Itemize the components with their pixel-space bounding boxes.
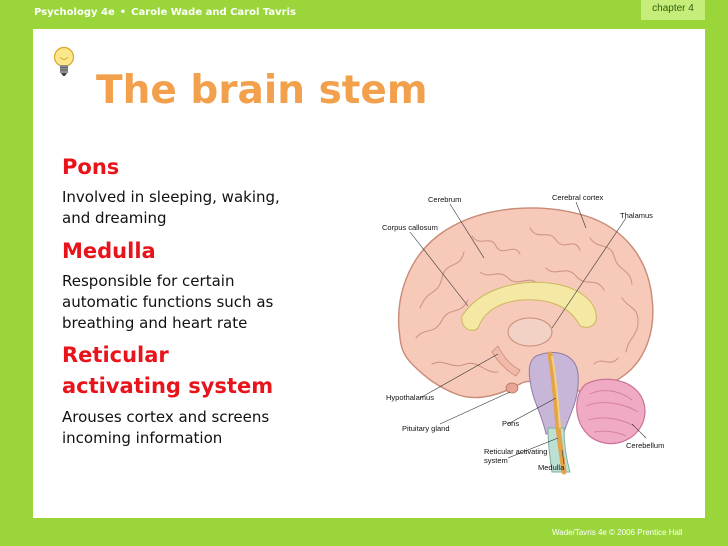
medulla-text-line-2: automatic functions such as (62, 293, 274, 311)
reticular-text-line-1: Arouses cortex and screens (62, 408, 270, 426)
label-cerebrum: Cerebrum (428, 195, 461, 204)
heading-reticular-line-1: Reticular (62, 343, 169, 367)
book-header: Psychology 4e • Carole Wade and Carol Tavr… (34, 7, 296, 18)
book-authors: Carole Wade and Carol Tavris (131, 7, 296, 18)
label-pituitary-gland: Pituitary gland (402, 424, 450, 433)
heading-medulla: Medulla (62, 239, 156, 263)
thalamus-shape (507, 317, 553, 347)
label-cerebral-cortex: Cerebral cortex (552, 193, 604, 202)
label-corpus-callosum: Corpus callosum (382, 223, 438, 232)
cerebellum-shape (576, 378, 646, 445)
label-medulla: Medulla (538, 463, 565, 472)
corpus-callosum-shape (461, 281, 597, 331)
bullet-separator: • (119, 7, 127, 18)
chapter-tab: chapter 4 (641, 0, 705, 20)
heading-pons: Pons (62, 155, 120, 179)
pons-text-line-1: Involved in sleeping, waking, (62, 188, 280, 206)
reticular-text-line-2: incoming information (62, 429, 223, 447)
hypothalamus-shape (491, 345, 521, 377)
reticular-formation-shape (547, 351, 567, 475)
heading-reticular-line-2: activating system (62, 374, 274, 398)
label-cerebellum: Cerebellum (626, 441, 664, 450)
label-reticular-line-1: Reticular activating (484, 447, 547, 456)
book-title: Psychology 4e (34, 7, 115, 18)
pituitary-shape (505, 382, 519, 394)
slide-title: The brain stem (96, 68, 428, 113)
label-hypothalamus: Hypothalamus (386, 393, 434, 402)
top-bar: Psychology 4e • Carole Wade and Carol Tavr… (0, 0, 728, 28)
lightbulb-icon (53, 46, 75, 76)
label-thalamus: Thalamus (620, 211, 653, 220)
copyright-footer: Wade/Tavris 4e © 2006 Prentice Hall (552, 528, 683, 537)
medulla-text-line-3: breathing and heart rate (62, 314, 248, 332)
label-pons: Pons (502, 419, 519, 428)
brain-diagram: Cerebrum Cerebral cortex Thalamus Corpus… (382, 193, 664, 475)
cerebrum-shape (397, 207, 654, 399)
medulla-text-line-1: Responsible for certain (62, 272, 235, 290)
label-reticular-line-2: system (484, 456, 508, 465)
pons-text-line-2: and dreaming (62, 209, 167, 227)
